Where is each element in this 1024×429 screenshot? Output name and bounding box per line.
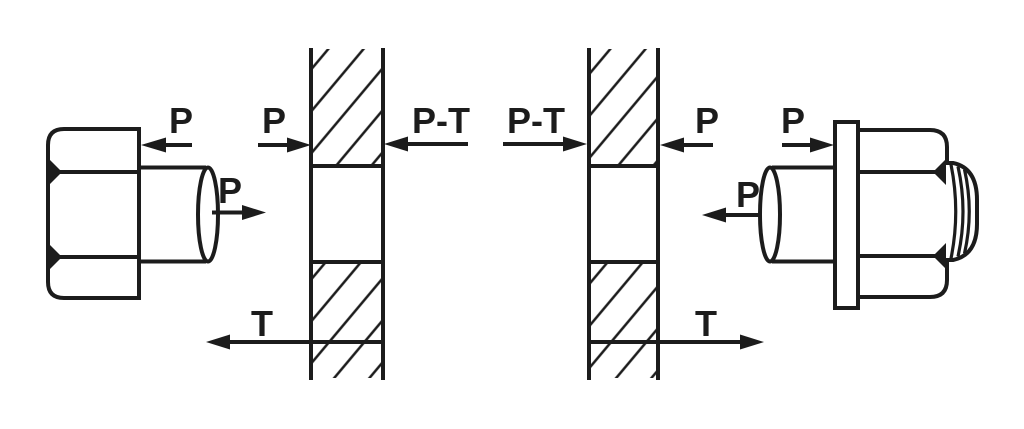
shank-tension-arrowhead: [702, 207, 726, 223]
far-face-arrow-left: [384, 136, 468, 152]
washer-bearing-arrowhead: [810, 137, 834, 153]
far-face-label-left: P-T: [412, 100, 470, 141]
washer-bearing-label: P: [781, 100, 805, 141]
near-face-arrow-left: [258, 137, 311, 153]
near-face-label-left: P: [262, 100, 286, 141]
left-joint: P P P P-T T: [46, 48, 470, 380]
nut: [856, 128, 979, 299]
far-face-arrowhead: [384, 136, 408, 152]
plate-right: [587, 48, 660, 380]
plate-right-hatch-top: [591, 49, 656, 164]
head-bearing-label: P: [169, 100, 193, 141]
plate-left-hatch-top: [313, 49, 381, 164]
bolt-thread-arc-3: [962, 169, 971, 254]
shear-arrowhead: [206, 334, 230, 350]
bolt-head-chamfer-notch-top: [49, 159, 62, 185]
bolt-thread-arc-1: [949, 164, 958, 259]
shank-tension-label-left: P: [218, 170, 242, 211]
plate-right-hatch-bottom: [591, 264, 656, 378]
shear-label-right: T: [695, 303, 717, 344]
nut-chamfer-notch-top: [933, 159, 946, 185]
bolt-shank-right: [758, 165, 836, 264]
shank-tension-label-right: P: [736, 174, 760, 215]
shear-label-left: T: [251, 303, 273, 344]
head-bearing-arrow: [141, 137, 192, 153]
bolt-thread-end-contour: [944, 161, 979, 262]
bolt-shank-left: [139, 165, 220, 264]
near-face-arrowhead: [287, 137, 311, 153]
shank-tension-arrow-left: [212, 205, 266, 220]
shear-arrowhead: [740, 334, 764, 350]
bolt-head-chamfer-notch-bottom: [49, 244, 62, 270]
far-face-arrow-right: [503, 136, 587, 152]
far-face-arrowhead: [563, 136, 587, 152]
right-joint: P-T P T P P: [503, 48, 979, 380]
nut-outline: [856, 128, 949, 299]
washer-bearing-arrow: [782, 137, 834, 153]
bolt-head-outline: [46, 127, 141, 300]
bolt-head: [46, 127, 141, 300]
near-face-arrow-right: [660, 137, 713, 153]
shear-arrow-right: [589, 334, 764, 350]
shank-tension-arrow-right: [702, 207, 762, 223]
far-face-label-right: P-T: [507, 100, 565, 141]
shank-tension-arrowhead: [242, 205, 266, 220]
bolt-thread-arc-2: [956, 166, 965, 257]
shank-end-ellipse: [758, 165, 782, 264]
near-face-arrowhead: [660, 137, 684, 153]
washer: [833, 120, 860, 310]
head-bearing-arrowhead: [141, 137, 166, 153]
near-face-label-right: P: [695, 100, 719, 141]
shear-arrow-left: [206, 334, 383, 350]
plate-left: [309, 48, 385, 380]
plate-left-hatch-bottom: [313, 264, 381, 378]
nut-chamfer-notch-bottom: [933, 243, 946, 269]
